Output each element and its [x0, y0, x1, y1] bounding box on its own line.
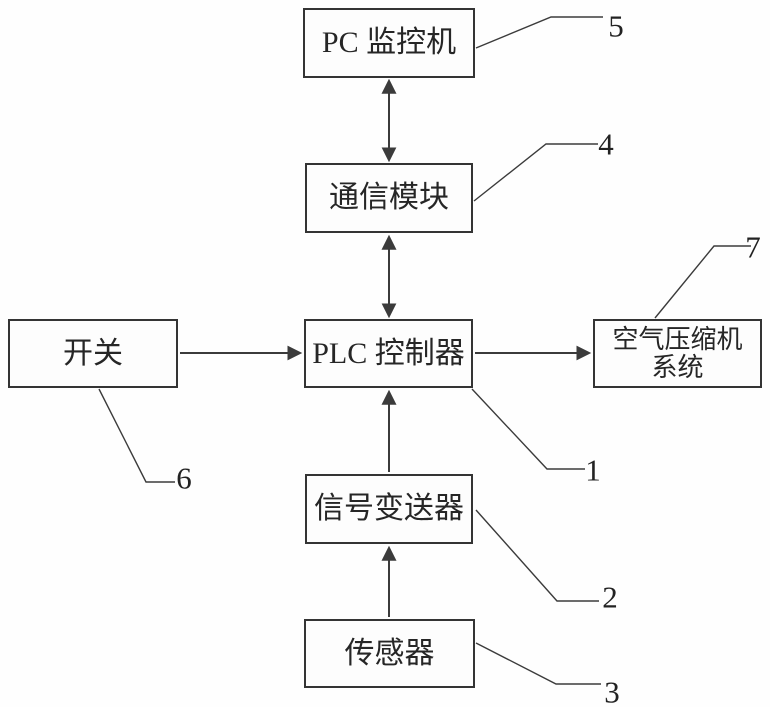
node-switch-label: 开关 — [63, 336, 123, 370]
node-comm-module-label: 通信模块 — [329, 181, 449, 215]
ref-number-6: 6 — [176, 460, 192, 496]
node-switch: 开关 — [8, 319, 178, 388]
node-pc-monitor: PC 监控机 — [303, 8, 475, 78]
node-air-compressor-label-line2: 系统 — [651, 352, 704, 382]
ref-number-3: 3 — [604, 674, 620, 707]
leader-line-6 — [98, 388, 175, 483]
leader-line-3 — [475, 642, 601, 685]
leader-line-2 — [475, 509, 599, 602]
ref-number-7: 7 — [745, 229, 761, 265]
node-air-compressor: 空气压缩机 系统 — [593, 319, 762, 388]
leader-line-5 — [475, 16, 603, 49]
node-plc-controller: PLC 控制器 — [304, 319, 473, 388]
node-plc-controller-label: PLC 控制器 — [312, 336, 465, 370]
ref-number-2: 2 — [602, 579, 618, 615]
leader-line-4 — [473, 143, 598, 202]
leader-line-7 — [654, 245, 751, 319]
node-sensor: 传感器 — [304, 619, 475, 688]
ref-number-4: 4 — [598, 126, 614, 162]
node-pc-monitor-label: PC 监控机 — [321, 26, 457, 60]
node-signal-transmitter-label: 信号变送器 — [314, 492, 464, 526]
ref-number-5: 5 — [608, 8, 624, 44]
node-comm-module: 通信模块 — [305, 163, 473, 233]
leader-line-1 — [471, 388, 585, 470]
node-signal-transmitter: 信号变送器 — [305, 474, 473, 544]
node-air-compressor-label-line1: 空气压缩机 — [612, 325, 743, 355]
ref-number-1: 1 — [585, 452, 601, 488]
node-sensor-label: 传感器 — [344, 636, 435, 670]
